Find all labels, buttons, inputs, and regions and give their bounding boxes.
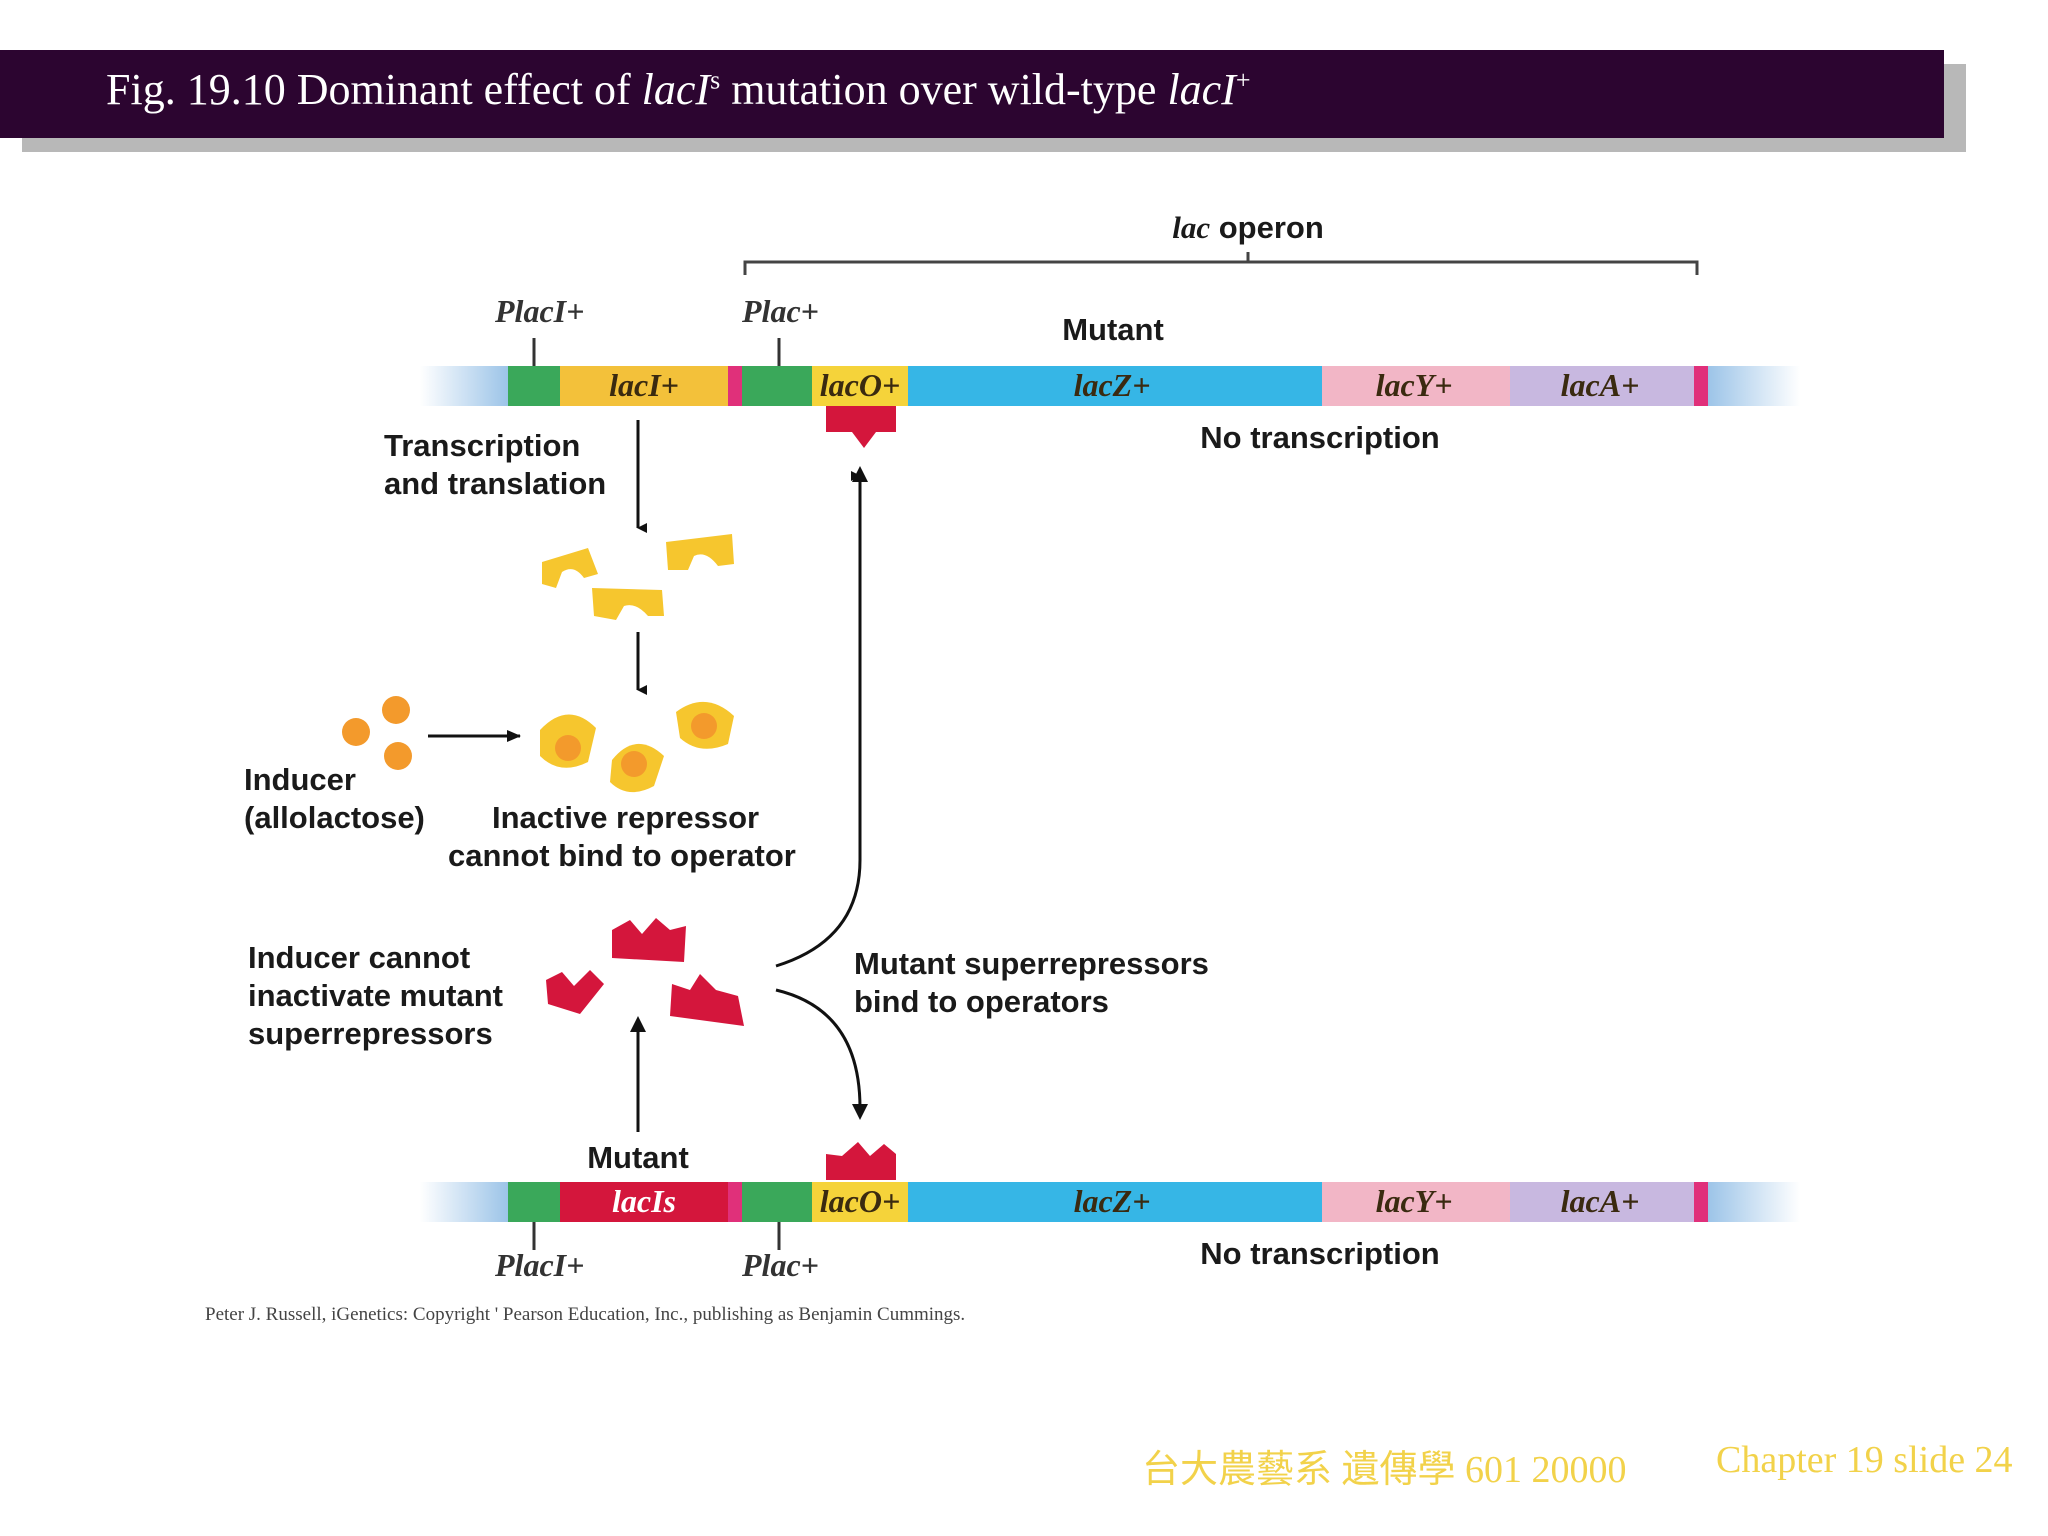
slide-title: Fig. 19.10 Dominant effect of lacIs muta… xyxy=(106,62,1251,118)
bottom-bound-superrepressor xyxy=(826,1142,896,1180)
superrepressor-label-2: bind to operators xyxy=(854,984,1109,1019)
top-lacz-box xyxy=(908,366,1322,406)
title-bar xyxy=(0,50,1944,138)
operon-bracket xyxy=(743,252,1699,275)
superrepressor-1 xyxy=(612,918,686,962)
transcription-label-2: and translation xyxy=(384,466,606,501)
inactive-label-1: Inactive repressor xyxy=(492,800,759,835)
inducer-label-2: (allolactose) xyxy=(244,800,425,835)
bottom-laca-box xyxy=(1510,1182,1694,1222)
bottom-laco-label: lacO+ xyxy=(820,1183,900,1219)
bottom-promoter-lac-label: Plac+ xyxy=(741,1247,819,1283)
top-operator-box xyxy=(812,366,908,406)
bottom-mutant-label: Mutant xyxy=(587,1140,689,1175)
top-laca-box xyxy=(1510,366,1694,406)
title-sup-s: s xyxy=(710,65,721,95)
title-middle: mutation over wild-type xyxy=(720,65,1168,114)
footer-course: 台大農藝系 遺傳學 601 20000 xyxy=(1142,1449,1627,1491)
top-lacy-box xyxy=(1322,366,1510,406)
bottom-lacy-box xyxy=(1322,1182,1510,1222)
bottom-operator-box xyxy=(812,1182,908,1222)
superrepressors xyxy=(546,918,744,1026)
top-promoter-laci-label: PlacI+ xyxy=(494,293,584,329)
bottom-dna xyxy=(420,1182,1800,1250)
inactive-label-2: cannot bind to operator xyxy=(448,838,796,873)
top-laco-label: lacO+ xyxy=(820,367,900,403)
binding-arrow-up xyxy=(775,471,862,968)
repressor-3 xyxy=(592,588,664,620)
copyright-credit: Peter J. Russell, iGenetics: Copyright '… xyxy=(205,1304,966,1325)
bottom-lacz-label: lacZ+ xyxy=(1074,1183,1151,1219)
bottom-promoter-lac-box xyxy=(742,1182,812,1222)
title-sup-plus: + xyxy=(1235,65,1251,95)
binding-arrow-down xyxy=(775,988,862,1109)
cannot-inactivate-label-3: superrepressors xyxy=(248,1016,493,1051)
wildtype-repressors xyxy=(542,534,734,620)
title-gene-laci-plus: lacI xyxy=(1167,65,1236,114)
cannot-inactivate-label-1: Inducer cannot xyxy=(248,940,470,975)
bottom-laci-s-box xyxy=(560,1182,728,1222)
top-promoter-laci-box xyxy=(508,366,560,406)
top-dna xyxy=(420,338,1800,406)
top-lacz-label: lacZ+ xyxy=(1074,367,1151,403)
superrepressor-2 xyxy=(546,970,604,1014)
bottom-no-transcription-label: No transcription xyxy=(1200,1236,1439,1271)
inducer-label-1: Inducer xyxy=(244,762,356,797)
bottom-lacz-box xyxy=(908,1182,1322,1222)
top-mutant-label: Mutant xyxy=(1062,312,1164,347)
top-no-transcription-label: No transcription xyxy=(1200,420,1439,455)
operon-label: lac operon xyxy=(1172,210,1324,245)
superrepressor-3 xyxy=(670,974,744,1026)
top-bound-superrepressor xyxy=(826,406,896,448)
footer-chapter: Chapter 19 slide 24 xyxy=(1716,1439,2013,1481)
top-promoter-lac-box xyxy=(742,366,812,406)
top-laca-label: lacA+ xyxy=(1561,367,1640,403)
bottom-promoter-laci-label: PlacI+ xyxy=(494,1247,584,1283)
bottom-promoter-laci-box xyxy=(508,1182,560,1222)
inactive-repressors xyxy=(540,701,734,793)
repressor-1 xyxy=(542,548,598,588)
bottom-laca-label: lacA+ xyxy=(1561,1183,1640,1219)
top-laci-label: lacI+ xyxy=(609,367,679,403)
title-gene-laci-s: lacI xyxy=(641,65,711,114)
top-lacy-label: lacY+ xyxy=(1376,367,1453,403)
repressor-2 xyxy=(666,534,734,570)
cannot-inactivate-label-2: inactivate mutant xyxy=(248,978,503,1013)
bottom-lacy-label: lacY+ xyxy=(1376,1183,1453,1219)
top-laci-box xyxy=(560,366,728,406)
inducer-molecules xyxy=(342,696,412,770)
superrepressor-label-1: Mutant superrepressors xyxy=(854,946,1209,981)
top-promoter-lac-label: Plac+ xyxy=(741,293,819,329)
bottom-laci-s-label: lacIs xyxy=(612,1183,676,1219)
transcription-label-1: Transcription xyxy=(384,428,580,463)
title-prefix: Fig. 19.10 Dominant effect of xyxy=(106,65,642,114)
